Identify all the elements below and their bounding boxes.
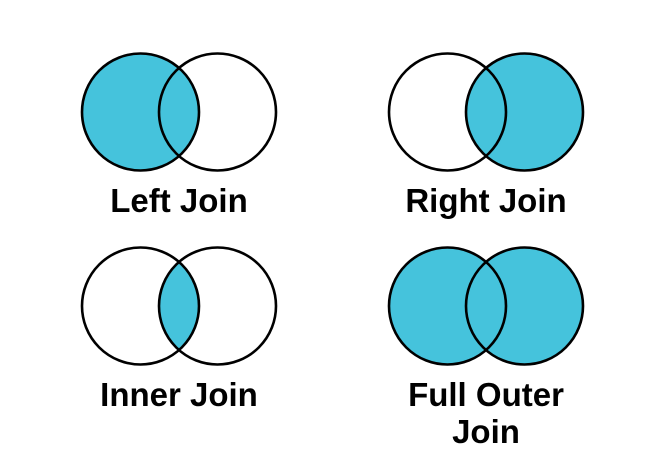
inner-join-venn-diagram [80, 246, 278, 366]
left-circle-outline [80, 246, 201, 366]
full-outer-join-label: Full Outer Join [408, 376, 564, 450]
intersection-region [159, 53, 199, 171]
left-join-venn-diagram [80, 52, 278, 172]
left-join-label: Left Join [110, 182, 248, 219]
right-join-label: Right Join [405, 182, 567, 219]
right-circle-outline [157, 246, 278, 366]
right-circle-outline [464, 246, 585, 366]
left-circle-outline [80, 52, 201, 172]
inner-join-label: Inner Join [100, 376, 258, 413]
right-circle-outline [157, 52, 278, 172]
intersection-region [466, 53, 506, 171]
right-join-venn-diagram [387, 52, 585, 172]
intersection-region [159, 247, 199, 365]
left-join-figure: Left Join [50, 36, 308, 219]
left-circle-outline [387, 246, 508, 366]
left-circle-outline [387, 52, 508, 172]
right-join-figure: Right Join [357, 36, 615, 219]
intersection-region [466, 247, 506, 365]
inner-join-figure: Inner Join [50, 230, 308, 413]
full-outer-join-figure: Full Outer Join [357, 230, 615, 450]
full-outer-join-venn-diagram [387, 246, 585, 366]
right-circle-outline [464, 52, 585, 172]
